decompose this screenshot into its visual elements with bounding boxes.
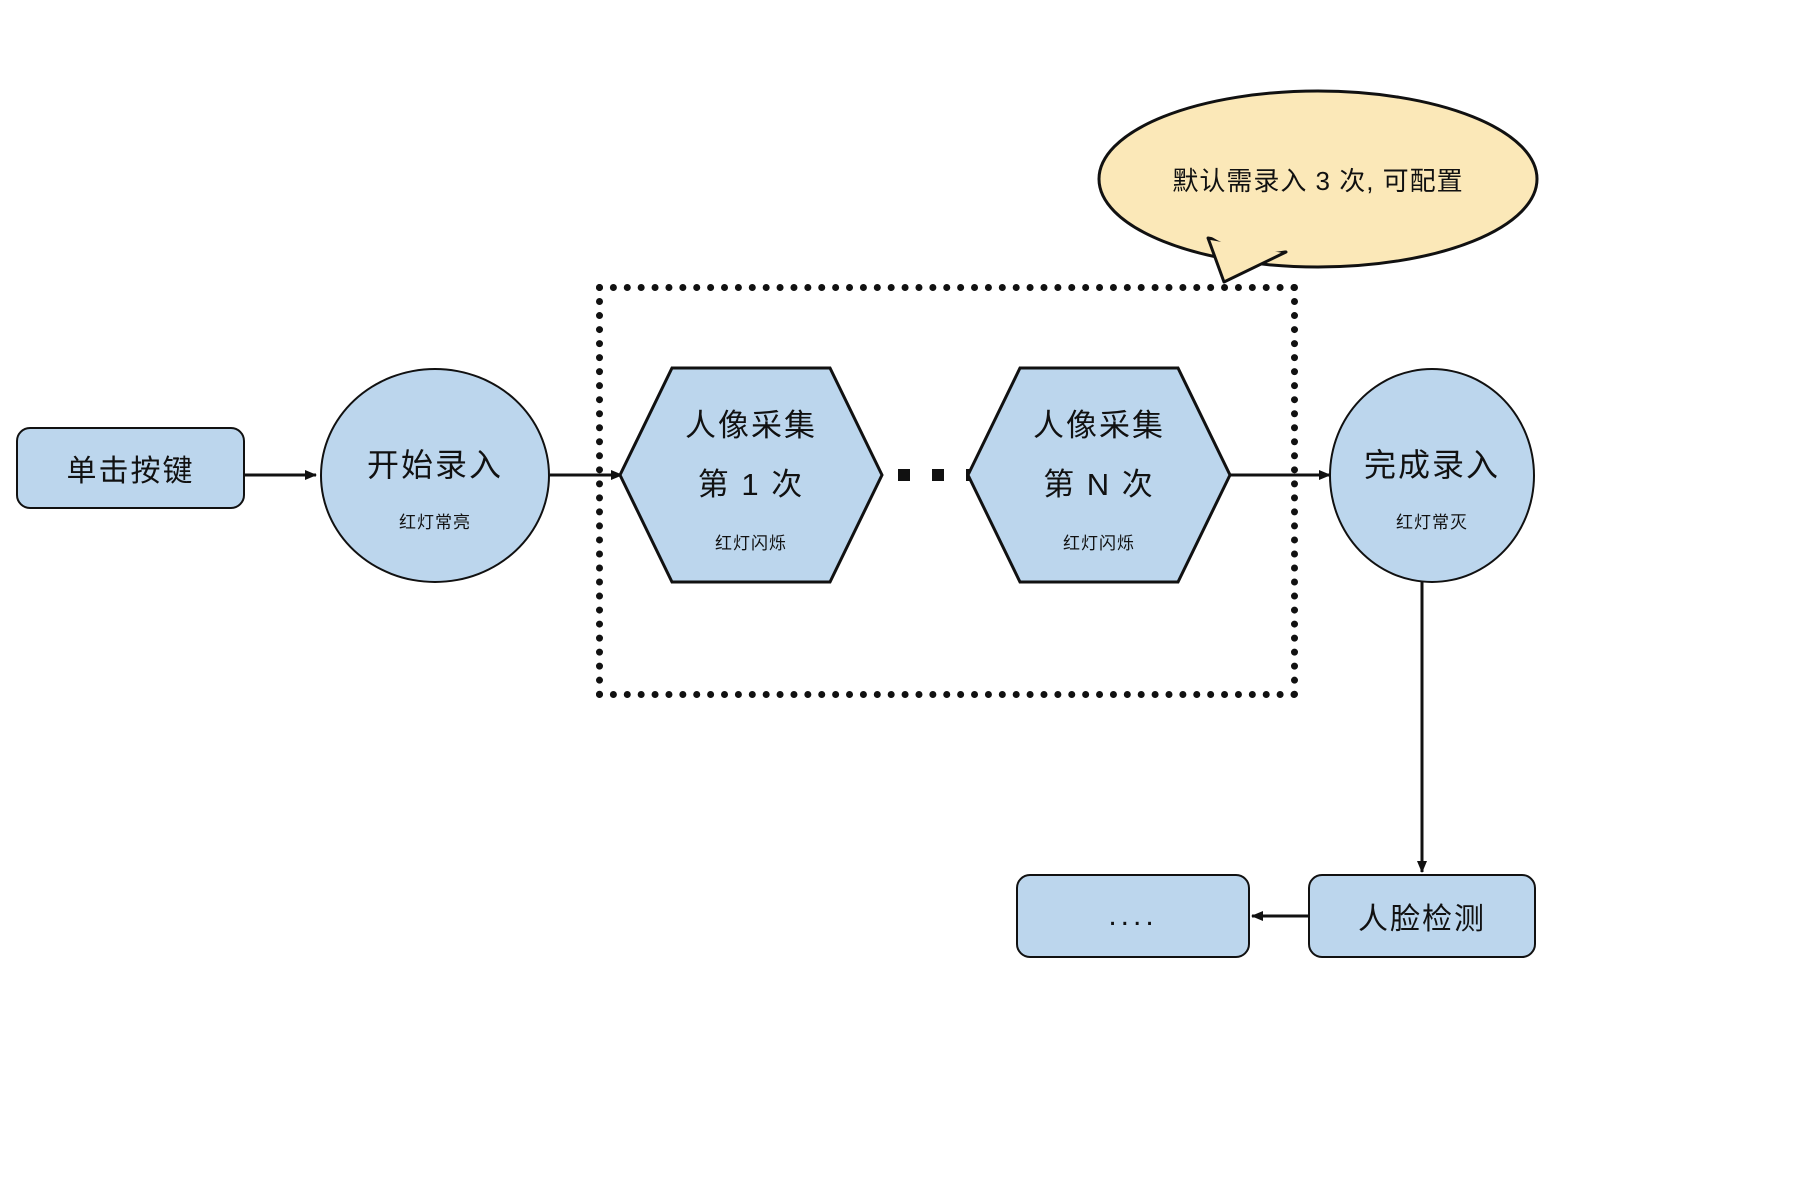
node-face-detect[interactable]: 人脸检测 — [1308, 874, 1536, 958]
node-start-enroll-label: 开始录入 — [366, 446, 503, 483]
node-capture-nth[interactable]: 人像采集 第 N 次 红灯闪烁 — [966, 366, 1232, 584]
capture-loop-group — [596, 284, 1298, 698]
node-face-detect-label: 人脸检测 — [1358, 903, 1486, 936]
node-start-enroll[interactable]: 开始录入 红灯常亮 — [320, 368, 550, 583]
callout-ellipse — [1097, 89, 1539, 269]
node-capture-first[interactable]: 人像采集 第 1 次 红灯闪烁 — [618, 366, 884, 584]
node-click-key-label: 单击按键 — [66, 455, 195, 488]
hexagon-shape — [618, 366, 884, 584]
node-finish-enroll[interactable]: 完成录入 红灯常灭 — [1329, 368, 1535, 583]
node-more-steps-label: .... — [1108, 899, 1158, 932]
node-more-steps[interactable]: .... — [1016, 874, 1250, 958]
node-click-key[interactable]: 单击按键 — [16, 427, 245, 509]
hexagon-shape — [966, 366, 1232, 584]
callout-bubble: 默认需录入 3 次, 可配置 — [1096, 86, 1540, 286]
node-finish-enroll-label: 完成录入 — [1363, 446, 1500, 483]
node-finish-enroll-sublabel: 红灯常灭 — [1396, 513, 1468, 532]
node-start-enroll-sublabel: 红灯常亮 — [399, 513, 471, 532]
